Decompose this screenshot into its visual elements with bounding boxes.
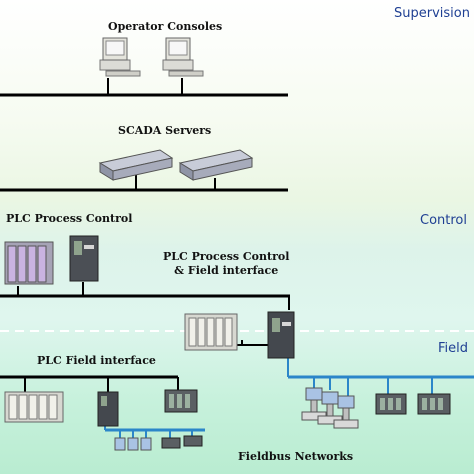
io-block-field <box>164 389 198 413</box>
label-scada-servers: SCADA Servers <box>118 124 212 137</box>
fieldbus-io-1 <box>161 437 181 449</box>
label-plc-process-control-field-line2: & Field interface <box>174 264 279 277</box>
label-plc-process-control-field: PLC Process Control & Field interface <box>163 250 289 278</box>
scada-server-2 <box>178 149 254 181</box>
field-valve-3 <box>333 395 359 429</box>
operator-console-2 <box>162 37 204 77</box>
operator-console-1 <box>99 37 141 77</box>
field-valve-1 <box>301 387 327 421</box>
fieldbus-device-3 <box>140 437 152 451</box>
io-module-right-2 <box>417 393 451 415</box>
plc-unit-field <box>97 391 119 427</box>
label-plc-process-control-field-line1: PLC Process Control <box>163 250 290 263</box>
label-plc-process-control: PLC Process Control <box>6 212 133 225</box>
fieldbus-device-2 <box>127 437 139 451</box>
label-operator-consoles: Operator Consoles <box>108 20 223 33</box>
zone-label-supervision: Supervision <box>394 6 470 21</box>
label-fieldbus-networks: Fieldbus Networks <box>238 450 354 463</box>
plc-unit-process-control <box>69 235 99 282</box>
fieldbus-device-1 <box>114 437 126 451</box>
fieldbus-io-2 <box>183 435 203 447</box>
zone-label-control: Control <box>420 213 467 228</box>
scada-server-1 <box>98 149 174 181</box>
plc-rack-field-left <box>4 391 64 423</box>
plc-rack-field-interface-mid <box>184 313 238 351</box>
zone-label-field: Field <box>438 341 469 356</box>
plc-unit-field-interface <box>267 311 295 359</box>
plc-rack-process-control <box>4 241 54 285</box>
label-plc-field-interface: PLC Field interface <box>37 354 156 367</box>
io-module-right-1 <box>375 393 407 415</box>
